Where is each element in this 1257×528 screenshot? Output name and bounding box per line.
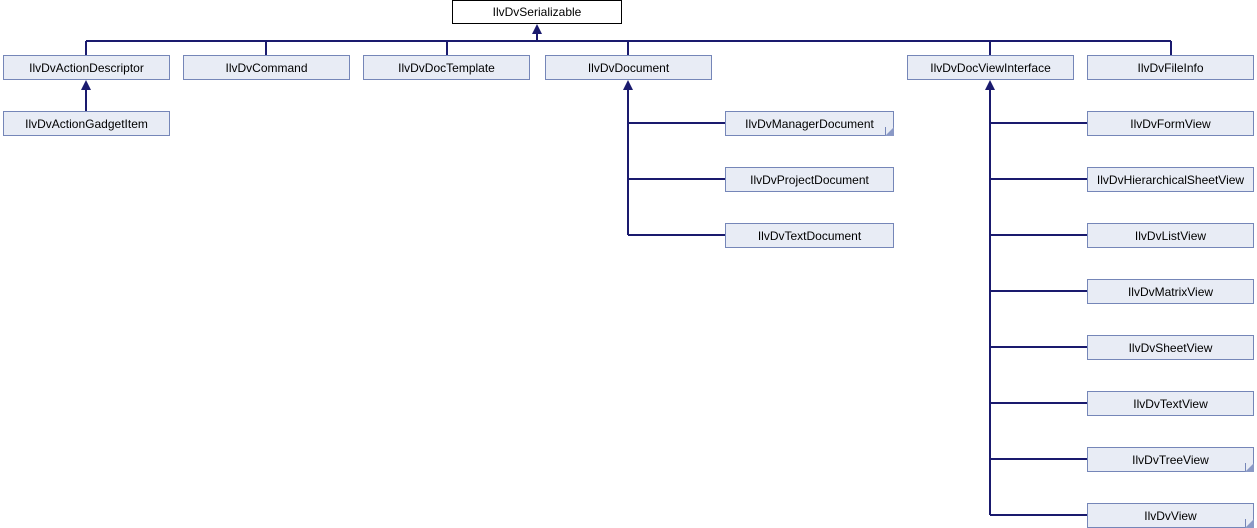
arrowhead-document: [623, 80, 633, 90]
arrowhead-root: [532, 24, 542, 34]
class-node-doc-view-interface[interactable]: IlvDvDocViewInterface: [907, 55, 1074, 80]
class-node-command[interactable]: IlvDvCommand: [183, 55, 350, 80]
class-node-label: IlvDvFormView: [1130, 116, 1211, 131]
class-node-label: IlvDvProjectDocument: [750, 172, 869, 187]
class-node-label: IlvDvDocTemplate: [398, 60, 495, 75]
class-node-action-gadget-item[interactable]: IlvDvActionGadgetItem: [3, 111, 170, 136]
class-node-label: IlvDvListView: [1134, 228, 1207, 243]
arrowhead-doc-view: [985, 80, 995, 90]
arrowhead-action-descriptor: [81, 80, 91, 90]
class-node-text-view[interactable]: IlvDvTextView: [1087, 391, 1254, 416]
class-node-manager-document[interactable]: IlvDvManagerDocument: [725, 111, 894, 136]
class-node-label: IlvDvDocument: [587, 60, 670, 75]
class-node-file-info[interactable]: IlvDvFileInfo: [1087, 55, 1254, 80]
class-node-label: IlvDvTextView: [1133, 396, 1208, 411]
class-node-label: IlvDvTreeView: [1132, 452, 1209, 467]
class-node-document[interactable]: IlvDvDocument: [545, 55, 712, 80]
class-node-form-view[interactable]: IlvDvFormView: [1087, 111, 1254, 136]
class-node-label: IlvDvSerializable: [492, 5, 582, 19]
class-node-list-view[interactable]: IlvDvListView: [1087, 223, 1254, 248]
class-node-action-descriptor[interactable]: IlvDvActionDescriptor: [3, 55, 170, 80]
class-node-view[interactable]: IlvDvView: [1087, 503, 1254, 528]
class-node-label: IlvDvManagerDocument: [745, 116, 874, 131]
class-node-label: IlvDvActionDescriptor: [29, 60, 144, 75]
class-node-label: IlvDvActionGadgetItem: [25, 116, 148, 131]
class-node-label: IlvDvMatrixView: [1127, 284, 1214, 299]
class-node-doc-template[interactable]: IlvDvDocTemplate: [363, 55, 530, 80]
class-node-matrix-view[interactable]: IlvDvMatrixView: [1087, 279, 1254, 304]
class-node-label: IlvDvTextDocument: [757, 228, 862, 243]
class-node-hierarchical-sheet-view[interactable]: IlvDvHierarchicalSheetView: [1087, 167, 1254, 192]
class-node-label: IlvDvHierarchicalSheetView: [1096, 172, 1245, 187]
class-node-label: IlvDvView: [1144, 508, 1197, 523]
class-node-serializable[interactable]: IlvDvSerializable: [452, 0, 622, 24]
class-node-tree-view[interactable]: IlvDvTreeView: [1087, 447, 1254, 472]
class-node-label: IlvDvSheetView: [1128, 340, 1213, 355]
class-node-sheet-view[interactable]: IlvDvSheetView: [1087, 335, 1254, 360]
class-node-project-document[interactable]: IlvDvProjectDocument: [725, 167, 894, 192]
class-node-text-document[interactable]: IlvDvTextDocument: [725, 223, 894, 248]
class-node-label: IlvDvDocViewInterface: [930, 60, 1051, 75]
class-node-label: IlvDvCommand: [225, 60, 308, 75]
class-node-label: IlvDvFileInfo: [1137, 60, 1204, 75]
